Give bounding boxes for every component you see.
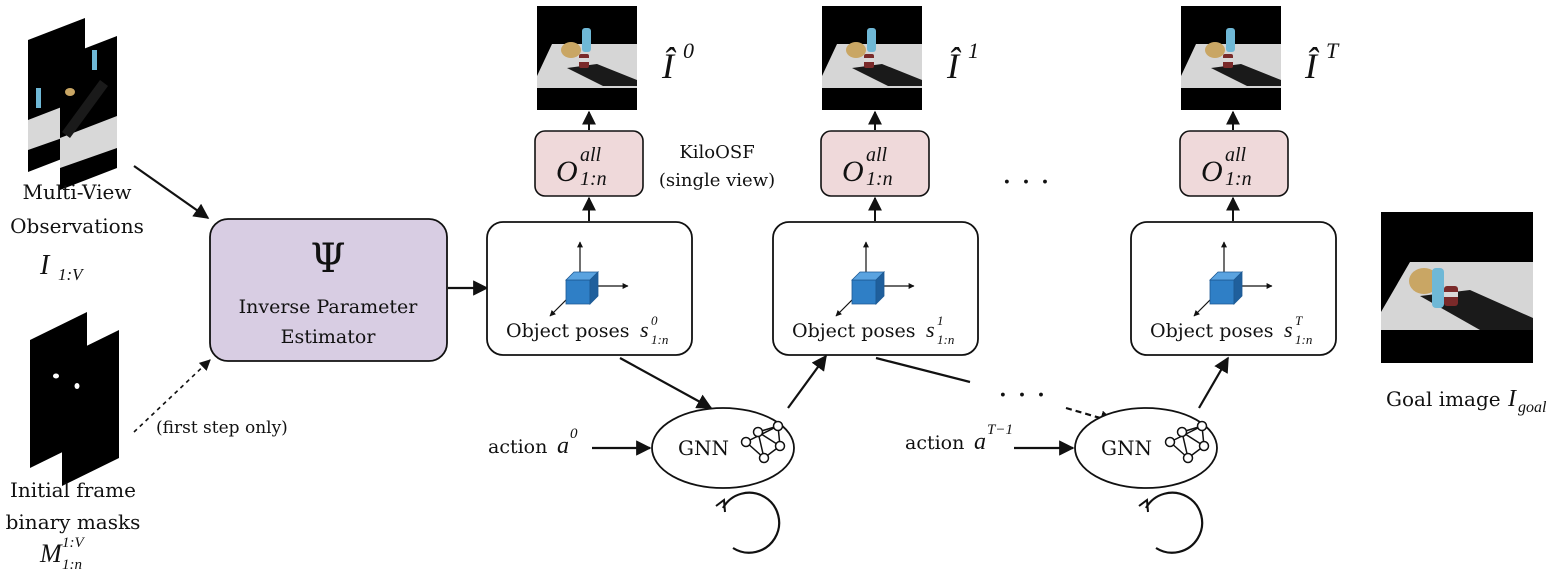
- pose-symbol-t: s: [1284, 317, 1293, 342]
- render-hat-1: Î: [946, 46, 962, 86]
- gnn-label-t: GNN: [1101, 436, 1152, 460]
- estimator-box: [209, 218, 448, 362]
- render-hat-0: Î: [661, 46, 677, 86]
- ellipsis-top: · · ·: [1002, 165, 1050, 200]
- osf-sup-1: all: [866, 144, 888, 166]
- osf-sub-0: 1:n: [580, 168, 607, 190]
- observations-line2: Observations: [10, 214, 144, 238]
- gnn-block-0: GNN action a 0: [488, 354, 827, 554]
- action-symbol-0: a: [557, 433, 569, 459]
- osf-box-0: [534, 130, 644, 197]
- gnn-block-t: GNN action a T−1: [875, 356, 1229, 554]
- osf-sub-1: 1:n: [866, 168, 893, 190]
- gnn-to-poses-arrow-0: [787, 354, 827, 409]
- gnn-to-poses-arrow-t: [1198, 356, 1229, 409]
- osf-symbol-0: O: [556, 155, 578, 188]
- stage-1: Î 1 O all 1:n Object poses s 1 1:n: [772, 6, 979, 356]
- poses-to-gnn-arrow-0: [619, 357, 713, 409]
- masks-dashed-arrow: [133, 359, 211, 433]
- pose-sub-0: 1:n: [651, 332, 668, 347]
- osf-symbol-1: O: [842, 155, 864, 188]
- estimator-line2: Estimator: [281, 326, 377, 348]
- pose-symbol-1: s: [926, 317, 935, 342]
- goal-symbol: I: [1507, 386, 1517, 412]
- masks-line2: binary masks: [6, 510, 141, 534]
- goal-image: [1381, 212, 1533, 363]
- pose-sup-0: 0: [651, 313, 658, 328]
- observations-subscript: 1:V: [58, 265, 85, 284]
- action-sup-0: 0: [570, 426, 578, 442]
- osf-sup-0: all: [580, 144, 602, 166]
- osf-sup-t: all: [1225, 144, 1247, 166]
- action-sup-t: T−1: [987, 422, 1013, 438]
- rendered-image-t: [1181, 6, 1281, 110]
- observations-line1: Multi-View: [23, 180, 132, 204]
- action-label-0: action: [488, 436, 547, 458]
- render-sup-0: 0: [683, 38, 694, 63]
- masks-line1: Initial frame: [10, 478, 136, 502]
- pose-sup-t: T: [1295, 313, 1303, 328]
- osf-note-line2: (single view): [659, 170, 775, 191]
- render-sup-1: 1: [968, 38, 979, 63]
- mask-images: [30, 312, 119, 486]
- osf-box-1: [820, 130, 930, 197]
- observations-arrow: [133, 165, 210, 219]
- pose-label-1: Object poses: [792, 320, 916, 342]
- self-loop-head-0: [715, 498, 726, 513]
- observations-symbol: I: [39, 250, 51, 281]
- poses-to-gnn-line-1: [875, 356, 971, 384]
- stage-t: Î T O all 1:n Object poses s T 1:n: [1130, 6, 1340, 356]
- osf-note-line1: KiloOSF: [679, 142, 754, 163]
- masks-subscript: 1:n: [62, 557, 82, 573]
- rendered-image-1: [822, 6, 922, 110]
- render-hat-t: Î: [1304, 46, 1320, 86]
- pose-sup-1: 1: [937, 313, 944, 328]
- self-loop-0: [722, 491, 781, 554]
- stage-0: Î 0 O all 1:n Object poses s 0 1:n: [486, 6, 694, 356]
- action-label-t: action: [905, 432, 964, 454]
- self-loop-head-t: [1138, 498, 1149, 513]
- osf-symbol-t: O: [1201, 155, 1223, 188]
- masks-superscript: 1:V: [62, 535, 85, 551]
- pose-symbol-0: s: [640, 317, 649, 342]
- goal-subscript: goal: [1518, 399, 1547, 416]
- goal-label: Goal image: [1386, 387, 1501, 411]
- masks-symbol: M: [39, 539, 63, 568]
- pose-sub-1: 1:n: [937, 332, 954, 347]
- render-sup-t: T: [1326, 38, 1340, 63]
- ellipsis-bottom: · · ·: [998, 378, 1046, 413]
- first-step-note: (first step only): [156, 418, 288, 438]
- pose-label-t: Object poses: [1150, 320, 1274, 342]
- pose-sub-t: 1:n: [1295, 332, 1312, 347]
- self-loop-t: [1145, 491, 1204, 554]
- observation-images: [28, 18, 117, 190]
- osf-sub-t: 1:n: [1225, 168, 1252, 190]
- estimator-line1: Inverse Parameter: [239, 296, 419, 318]
- action-symbol-t: a: [974, 429, 986, 455]
- estimator-symbol: Ψ: [310, 236, 345, 282]
- pose-label-0: Object poses: [506, 320, 630, 342]
- osf-box-t: [1179, 130, 1289, 197]
- rendered-image-0: [537, 6, 637, 110]
- gnn-label-0: GNN: [678, 436, 729, 460]
